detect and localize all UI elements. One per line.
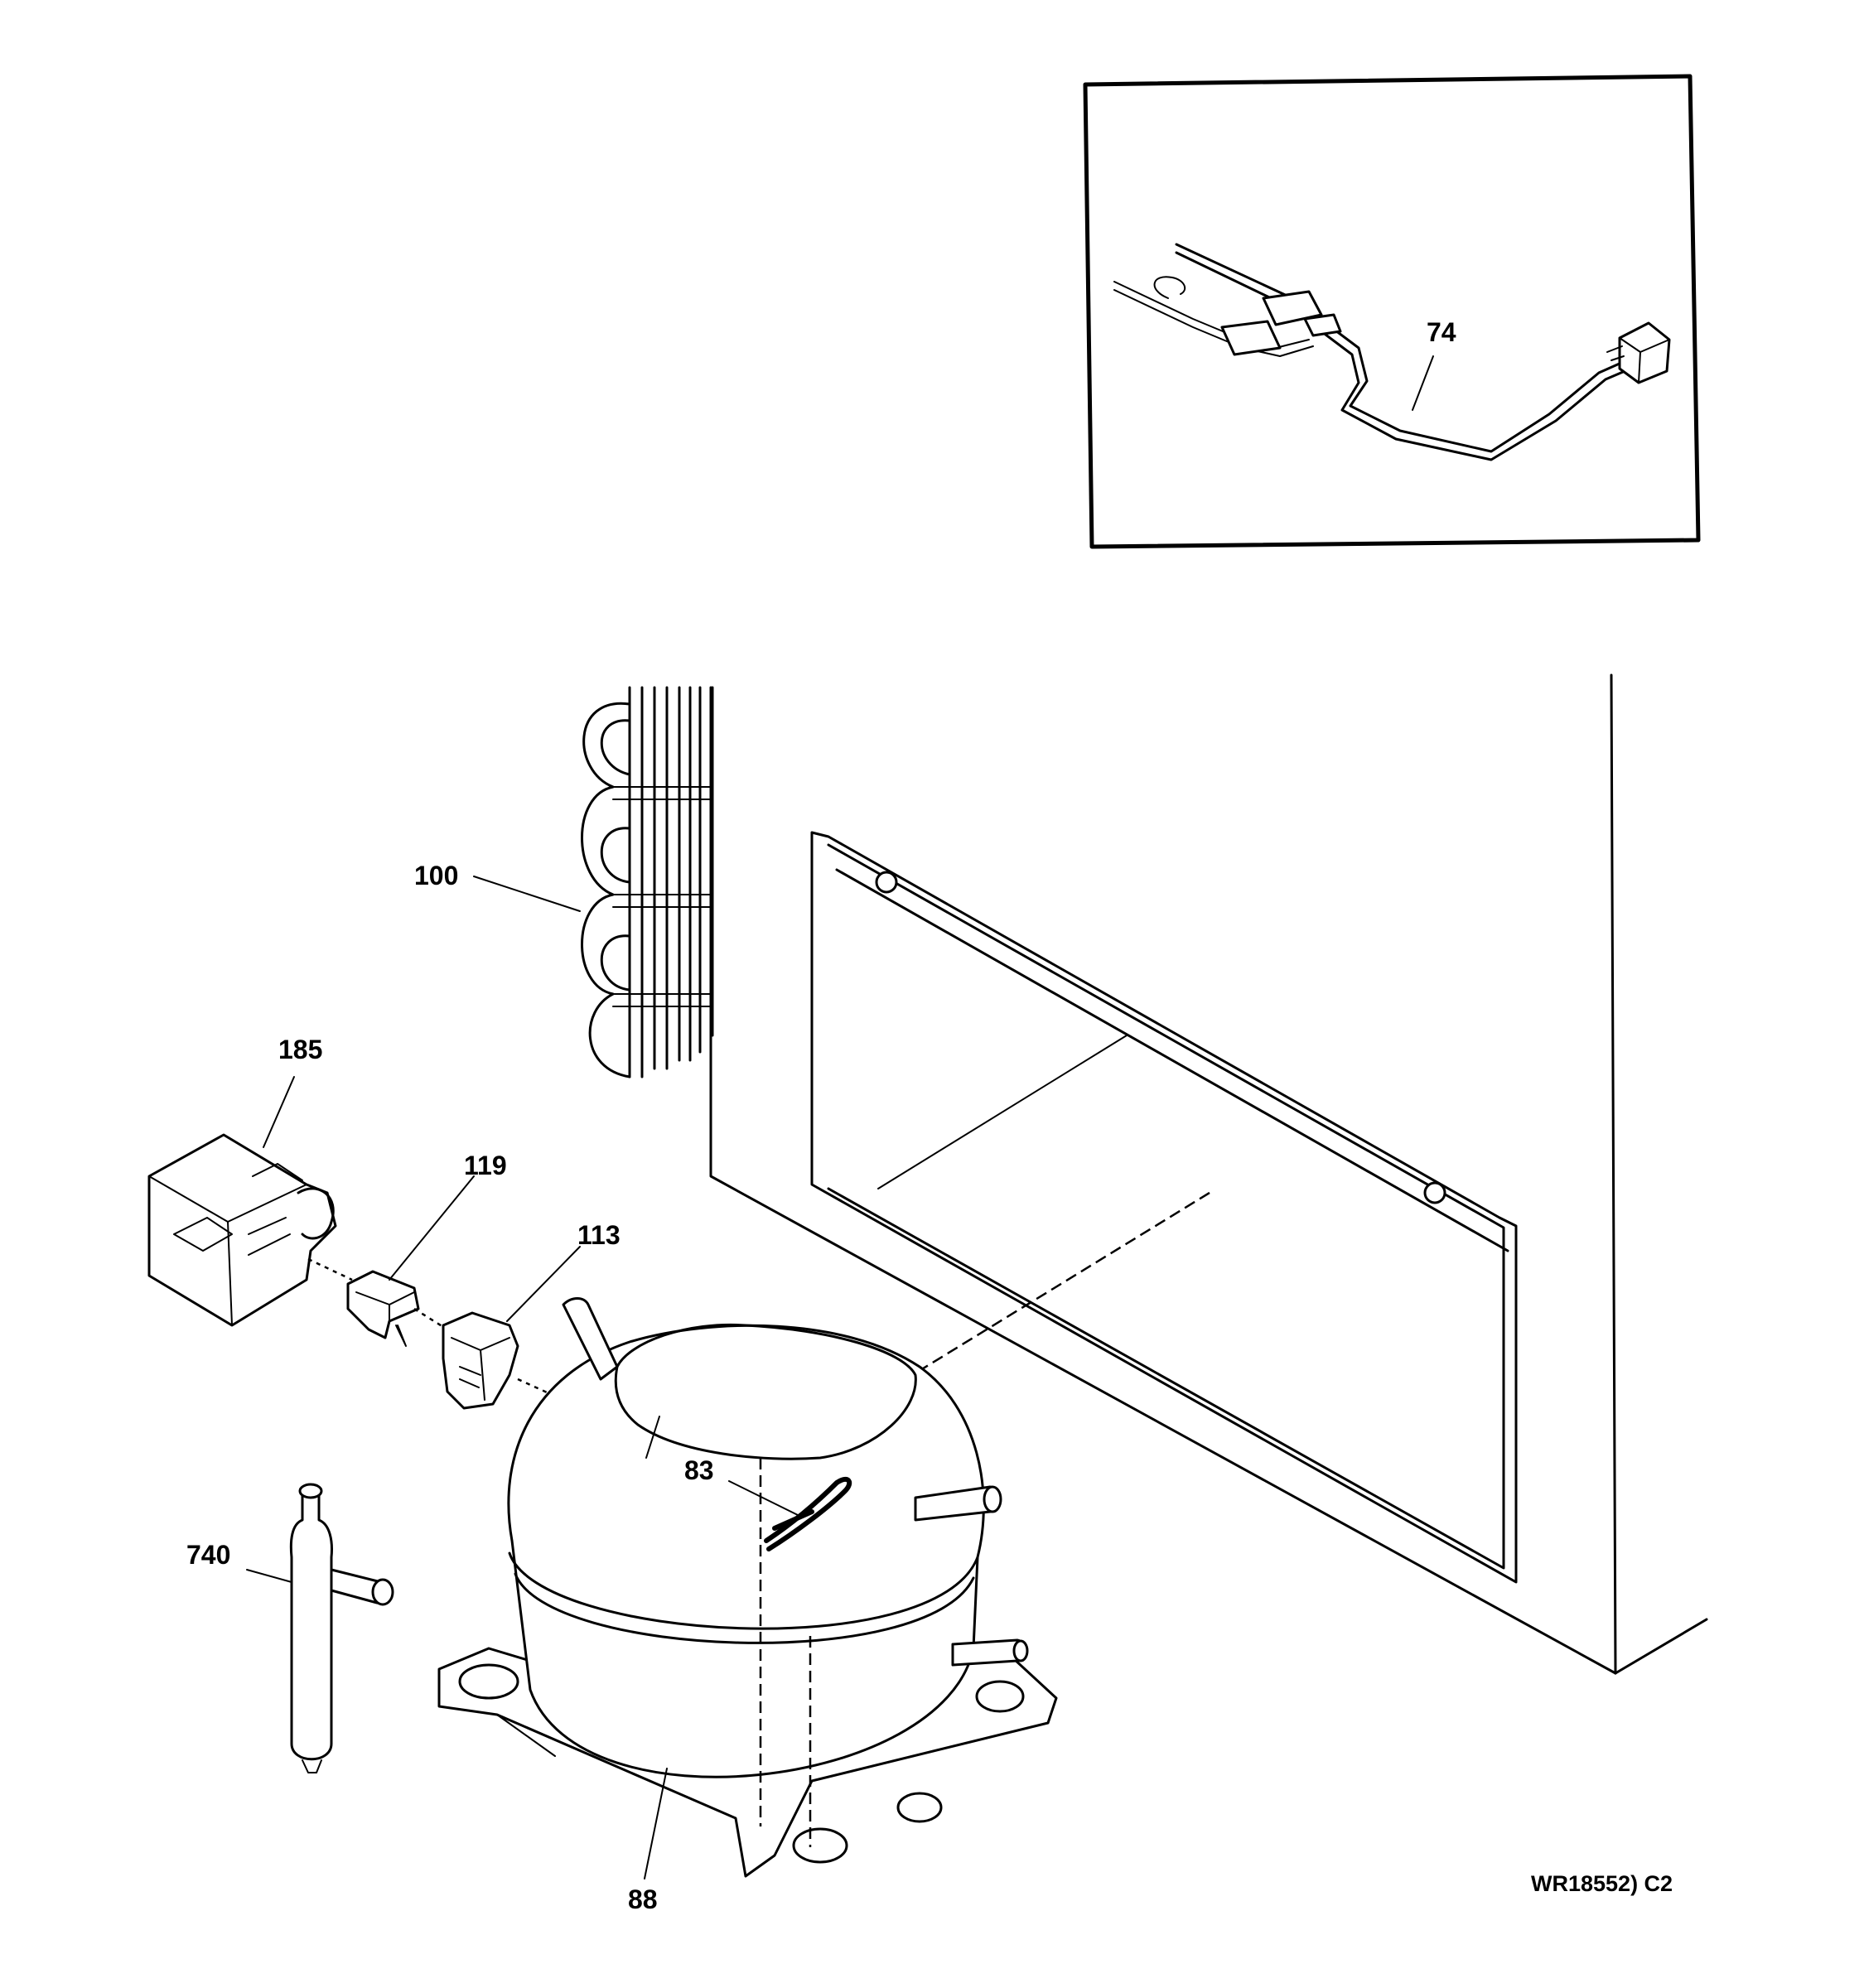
harness-inset: 74 bbox=[1083, 74, 1701, 549]
label-74: 74 bbox=[1427, 317, 1456, 347]
label-113: 113 bbox=[577, 1220, 621, 1250]
cabinet-body bbox=[709, 673, 1708, 1675]
label-100: 100 bbox=[414, 861, 458, 890]
start-relay[interactable] bbox=[442, 1311, 519, 1410]
terminal-cover[interactable] bbox=[147, 1133, 337, 1327]
label-83: 83 bbox=[684, 1455, 714, 1485]
wire-harness[interactable] bbox=[1113, 243, 1671, 461]
label-185: 185 bbox=[278, 1035, 322, 1064]
condenser-coil[interactable] bbox=[581, 686, 714, 1078]
label-740: 740 bbox=[186, 1540, 230, 1570]
filter-drier[interactable] bbox=[289, 1483, 394, 1773]
compressor[interactable] bbox=[437, 1297, 1058, 1878]
overload-protector[interactable] bbox=[346, 1270, 420, 1347]
label-119: 119 bbox=[464, 1151, 507, 1180]
drawing-reference: WR18552) C2 bbox=[1531, 1871, 1673, 1896]
label-88: 88 bbox=[628, 1884, 658, 1914]
